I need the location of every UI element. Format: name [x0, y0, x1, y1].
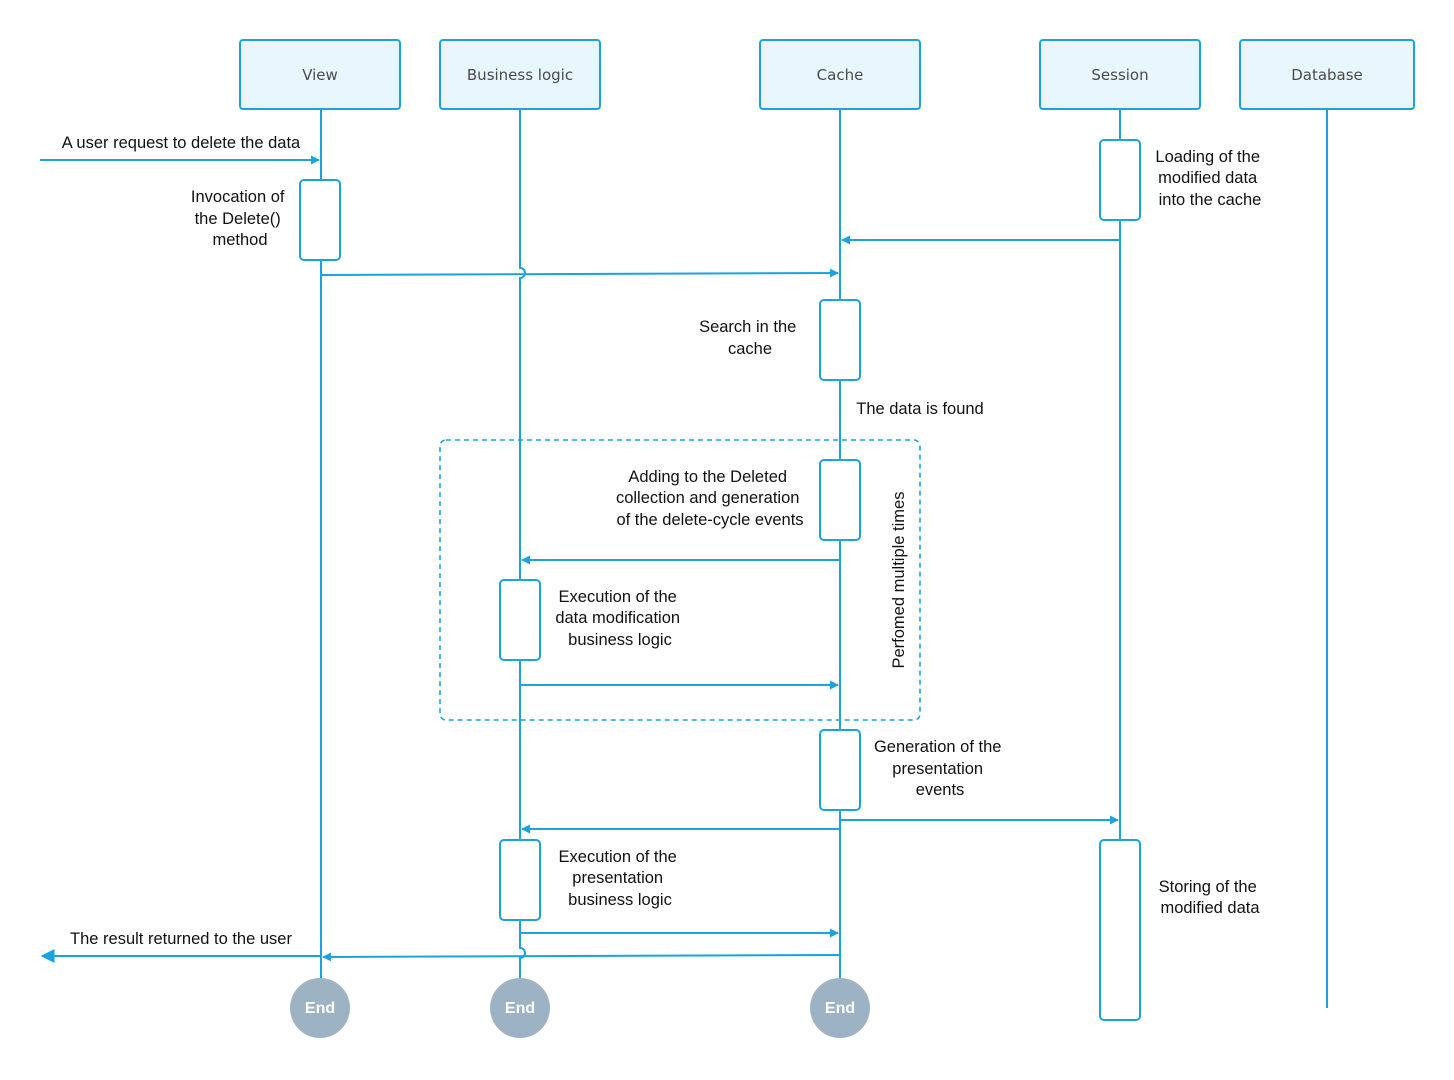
label-user-request: A user request to delete the data — [62, 134, 301, 152]
svg-text:View: View — [302, 66, 338, 84]
activation-cache-adding — [819, 459, 861, 541]
participant-view: View — [239, 39, 401, 110]
label-found: The data is found — [856, 400, 984, 418]
activation-cache-search — [819, 299, 861, 381]
activation-session-loading — [1099, 139, 1141, 221]
label-search: Search in the cache — [699, 318, 801, 358]
participant-cache: Cache — [759, 39, 921, 110]
activation-cache-generation — [819, 729, 861, 811]
arrow-cache-to-view — [322, 952, 841, 962]
end-view: End — [290, 978, 350, 1038]
activation-view-delete — [299, 179, 341, 261]
label-adding: Adding to the Deleted collection and gen… — [616, 468, 804, 529]
end-business-logic: End — [490, 978, 550, 1038]
label-storing: Storing of the modified data — [1159, 878, 1262, 917]
label-exec-presentation: Execution of the presentation business l… — [559, 848, 682, 909]
participant-database: Database — [1239, 39, 1415, 110]
svg-text:Business logic: Business logic — [467, 66, 573, 84]
loop-label: Perfomed multiple times — [890, 492, 908, 669]
svg-text:Database: Database — [1291, 66, 1363, 84]
label-exec-modification: Execution of the data modification busin… — [555, 588, 684, 649]
svg-text:Session: Session — [1091, 66, 1148, 84]
svg-text:End: End — [825, 1000, 855, 1017]
activation-bl-presentation — [499, 839, 541, 921]
loop-frame — [439, 439, 921, 721]
svg-text:End: End — [305, 1000, 335, 1017]
label-result: The result returned to the user — [70, 930, 292, 948]
participant-session: Session — [1039, 39, 1201, 110]
participant-business-logic: Business logic — [439, 39, 601, 110]
label-invocation: Invocation of the Delete() method — [191, 188, 289, 249]
activation-bl-modification — [499, 579, 541, 661]
arrow-view-to-cache — [320, 268, 839, 278]
svg-text:Cache: Cache — [817, 66, 864, 84]
svg-text:End: End — [505, 1000, 535, 1017]
end-cache: End — [810, 978, 870, 1038]
activation-session-storing — [1099, 839, 1141, 1021]
label-loading: Loading of the modified data into the ca… — [1155, 148, 1264, 209]
label-generation: Generation of the presentation events — [874, 738, 1006, 799]
